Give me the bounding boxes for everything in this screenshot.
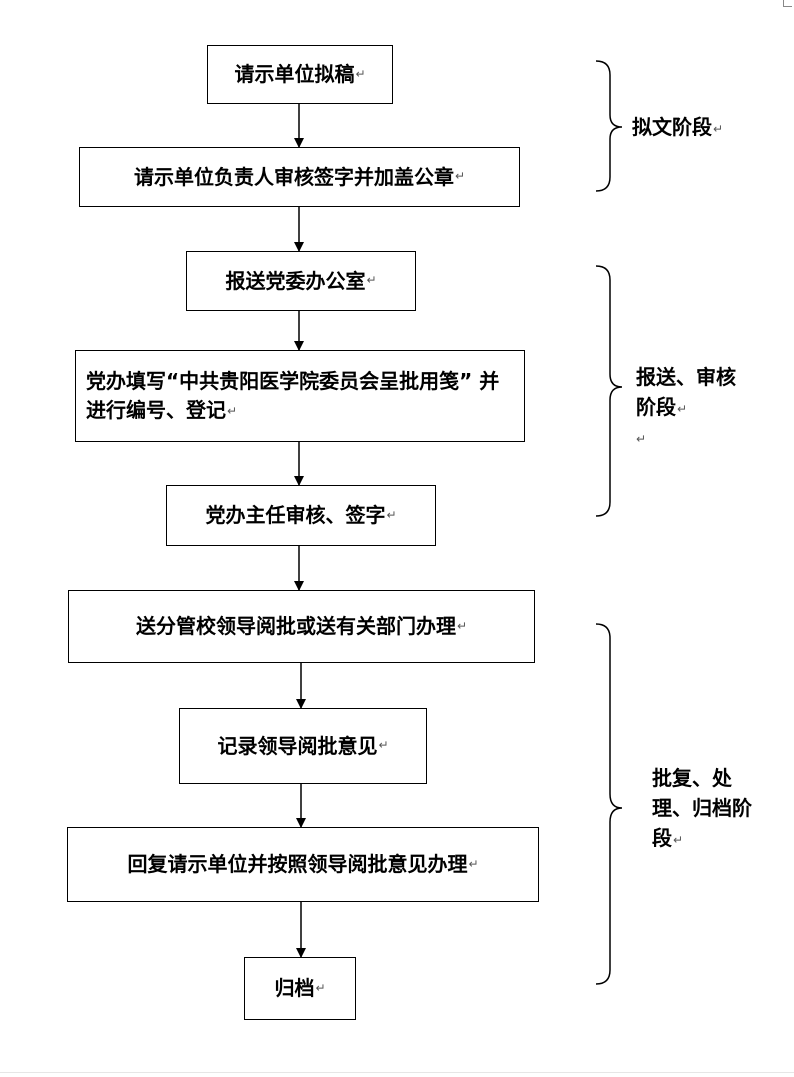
step-send-for-approval: 送分管校领导阅批或送有关部门办理↵	[68, 590, 535, 663]
step-record-opinion: 记录领导阅批意见↵	[179, 708, 427, 784]
step-send-for-approval-label: 送分管校领导阅批或送有关部门办理	[135, 614, 456, 638]
step-archive-label: 归档	[274, 976, 315, 1000]
step-fill-form-register: 党办填写“中共贵阳医学院委员会呈批用笺” 并进行编号、登记↵	[75, 350, 525, 442]
page-bottom-rule	[0, 1072, 794, 1073]
return-mark: ↵	[454, 169, 466, 184]
step-submit-office-label: 报送党委办公室	[225, 268, 366, 293]
step-fill-form-register-label: 党办填写“中共贵阳医学院委员会呈批用笺” 并进行编号、登记↵	[86, 369, 500, 422]
return-mark: ↵	[456, 618, 468, 633]
step-leader-sign-seal-label: 请示单位负责人审核签字并加盖公章	[133, 164, 454, 189]
return-mark: ↵	[378, 738, 389, 753]
step-submit-office: 报送党委办公室↵	[186, 251, 416, 311]
brace-review-stage	[595, 265, 623, 517]
return-mark: ↵	[386, 507, 397, 522]
return-mark: ↵	[227, 403, 238, 418]
stage-review-label: 报送、审核阶段↵	[636, 365, 736, 419]
step-draft-label: 请示单位拟稿	[234, 62, 355, 86]
step-director-review: 党办主任审核、签字↵	[166, 485, 436, 546]
return-mark: ↵	[366, 273, 377, 288]
return-mark: ↵	[355, 66, 366, 81]
step-reply-handle-label: 回复请示单位并按照领导阅批意见办理	[127, 852, 468, 876]
step-director-review-label: 党办主任审核、签字	[205, 503, 386, 527]
stage-drafting-label: 拟文阶段↵	[632, 115, 724, 139]
step-draft: 请示单位拟稿↵	[207, 45, 393, 104]
stage-approval-label: 批复、处理、归档阶段↵	[652, 766, 752, 850]
return-mark: ↵	[673, 832, 684, 847]
page-corner-mark	[783, 0, 792, 7]
step-leader-sign-seal: 请示单位负责人审核签字并加盖公章↵	[79, 147, 520, 207]
step-archive: 归档↵	[244, 957, 356, 1020]
stray-return-mark: ↵	[636, 432, 647, 446]
return-mark: ↵	[713, 121, 724, 136]
return-mark: ↵	[315, 980, 326, 995]
return-mark: ↵	[677, 401, 688, 416]
step-reply-handle: 回复请示单位并按照领导阅批意见办理↵	[67, 827, 539, 902]
return-mark: ↵	[468, 856, 479, 871]
step-record-opinion-label: 记录领导阅批意见	[217, 733, 378, 758]
brace-approval-stage	[595, 623, 623, 985]
brace-drafting-stage	[595, 60, 623, 192]
